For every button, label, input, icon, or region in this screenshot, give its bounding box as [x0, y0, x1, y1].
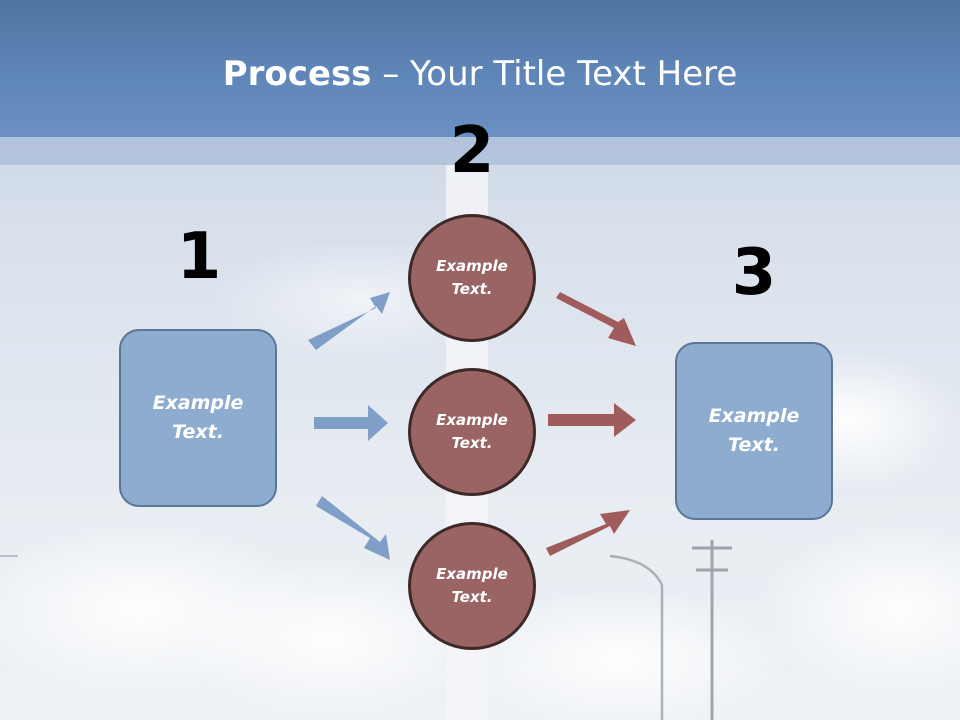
arrow-1-to-circle-top [308, 292, 390, 350]
circle-middle-text: Example Text. [436, 411, 508, 452]
arrow-1-to-circle-bottom [316, 496, 390, 560]
slide-title[interactable]: Process – Your Title Text Here [0, 52, 960, 96]
step-number-2: 2 [449, 114, 495, 188]
circle-top[interactable]: Example Text. [408, 214, 536, 342]
arrow-circle-middle-to-3 [548, 403, 636, 437]
arrow-1-to-circle-middle [314, 405, 388, 441]
title-bar [0, 0, 960, 137]
step-1-box[interactable]: Example Text. [119, 329, 277, 507]
step-number-1: 1 [176, 220, 222, 294]
title-bold: Process [222, 54, 372, 94]
step-3-text: Example Text. [708, 405, 800, 456]
title-rest: – Your Title Text Here [371, 54, 738, 94]
step-3-box[interactable]: Example Text. [675, 342, 833, 520]
circle-bottom[interactable]: Example Text. [408, 522, 536, 650]
title-bar-band [0, 137, 960, 165]
arrow-circle-top-to-3 [556, 292, 636, 346]
blue-arrows [308, 292, 390, 560]
circle-top-text: Example Text. [436, 257, 508, 298]
arrow-circle-bottom-to-3 [546, 510, 630, 556]
circle-bottom-text: Example Text. [436, 565, 508, 606]
step-number-3: 3 [731, 236, 777, 310]
step-1-text: Example Text. [152, 392, 244, 443]
red-arrows [546, 292, 636, 556]
circle-middle[interactable]: Example Text. [408, 368, 536, 496]
